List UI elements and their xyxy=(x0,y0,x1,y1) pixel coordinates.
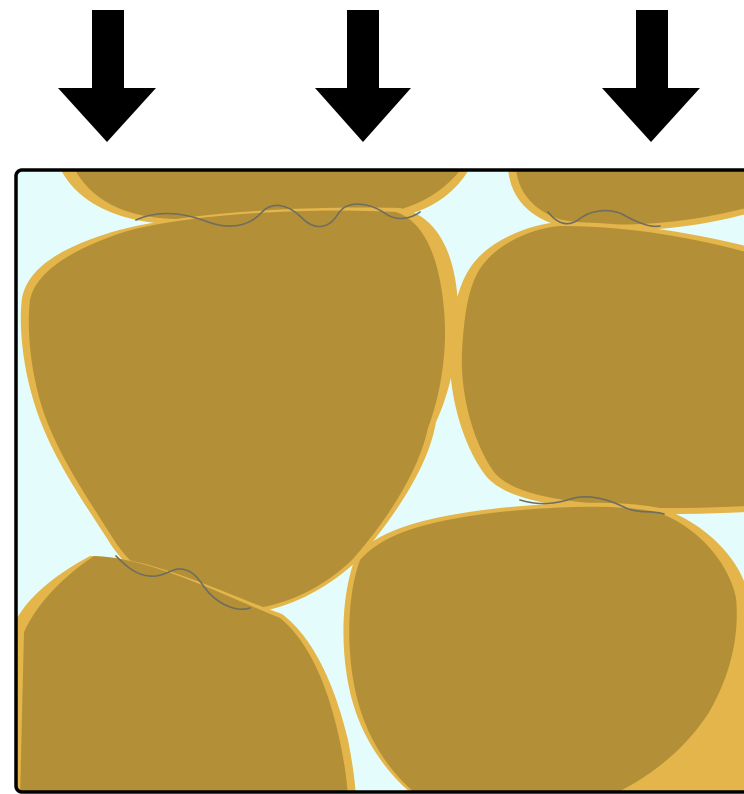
grain-upper-right xyxy=(450,211,744,514)
grain-lower-right xyxy=(343,497,744,794)
stress-arrows xyxy=(58,10,700,142)
grain-pack xyxy=(16,168,744,794)
arrow-down-icon xyxy=(315,10,411,142)
arrow-down-icon xyxy=(602,10,700,142)
arrow-down-icon xyxy=(58,10,156,142)
